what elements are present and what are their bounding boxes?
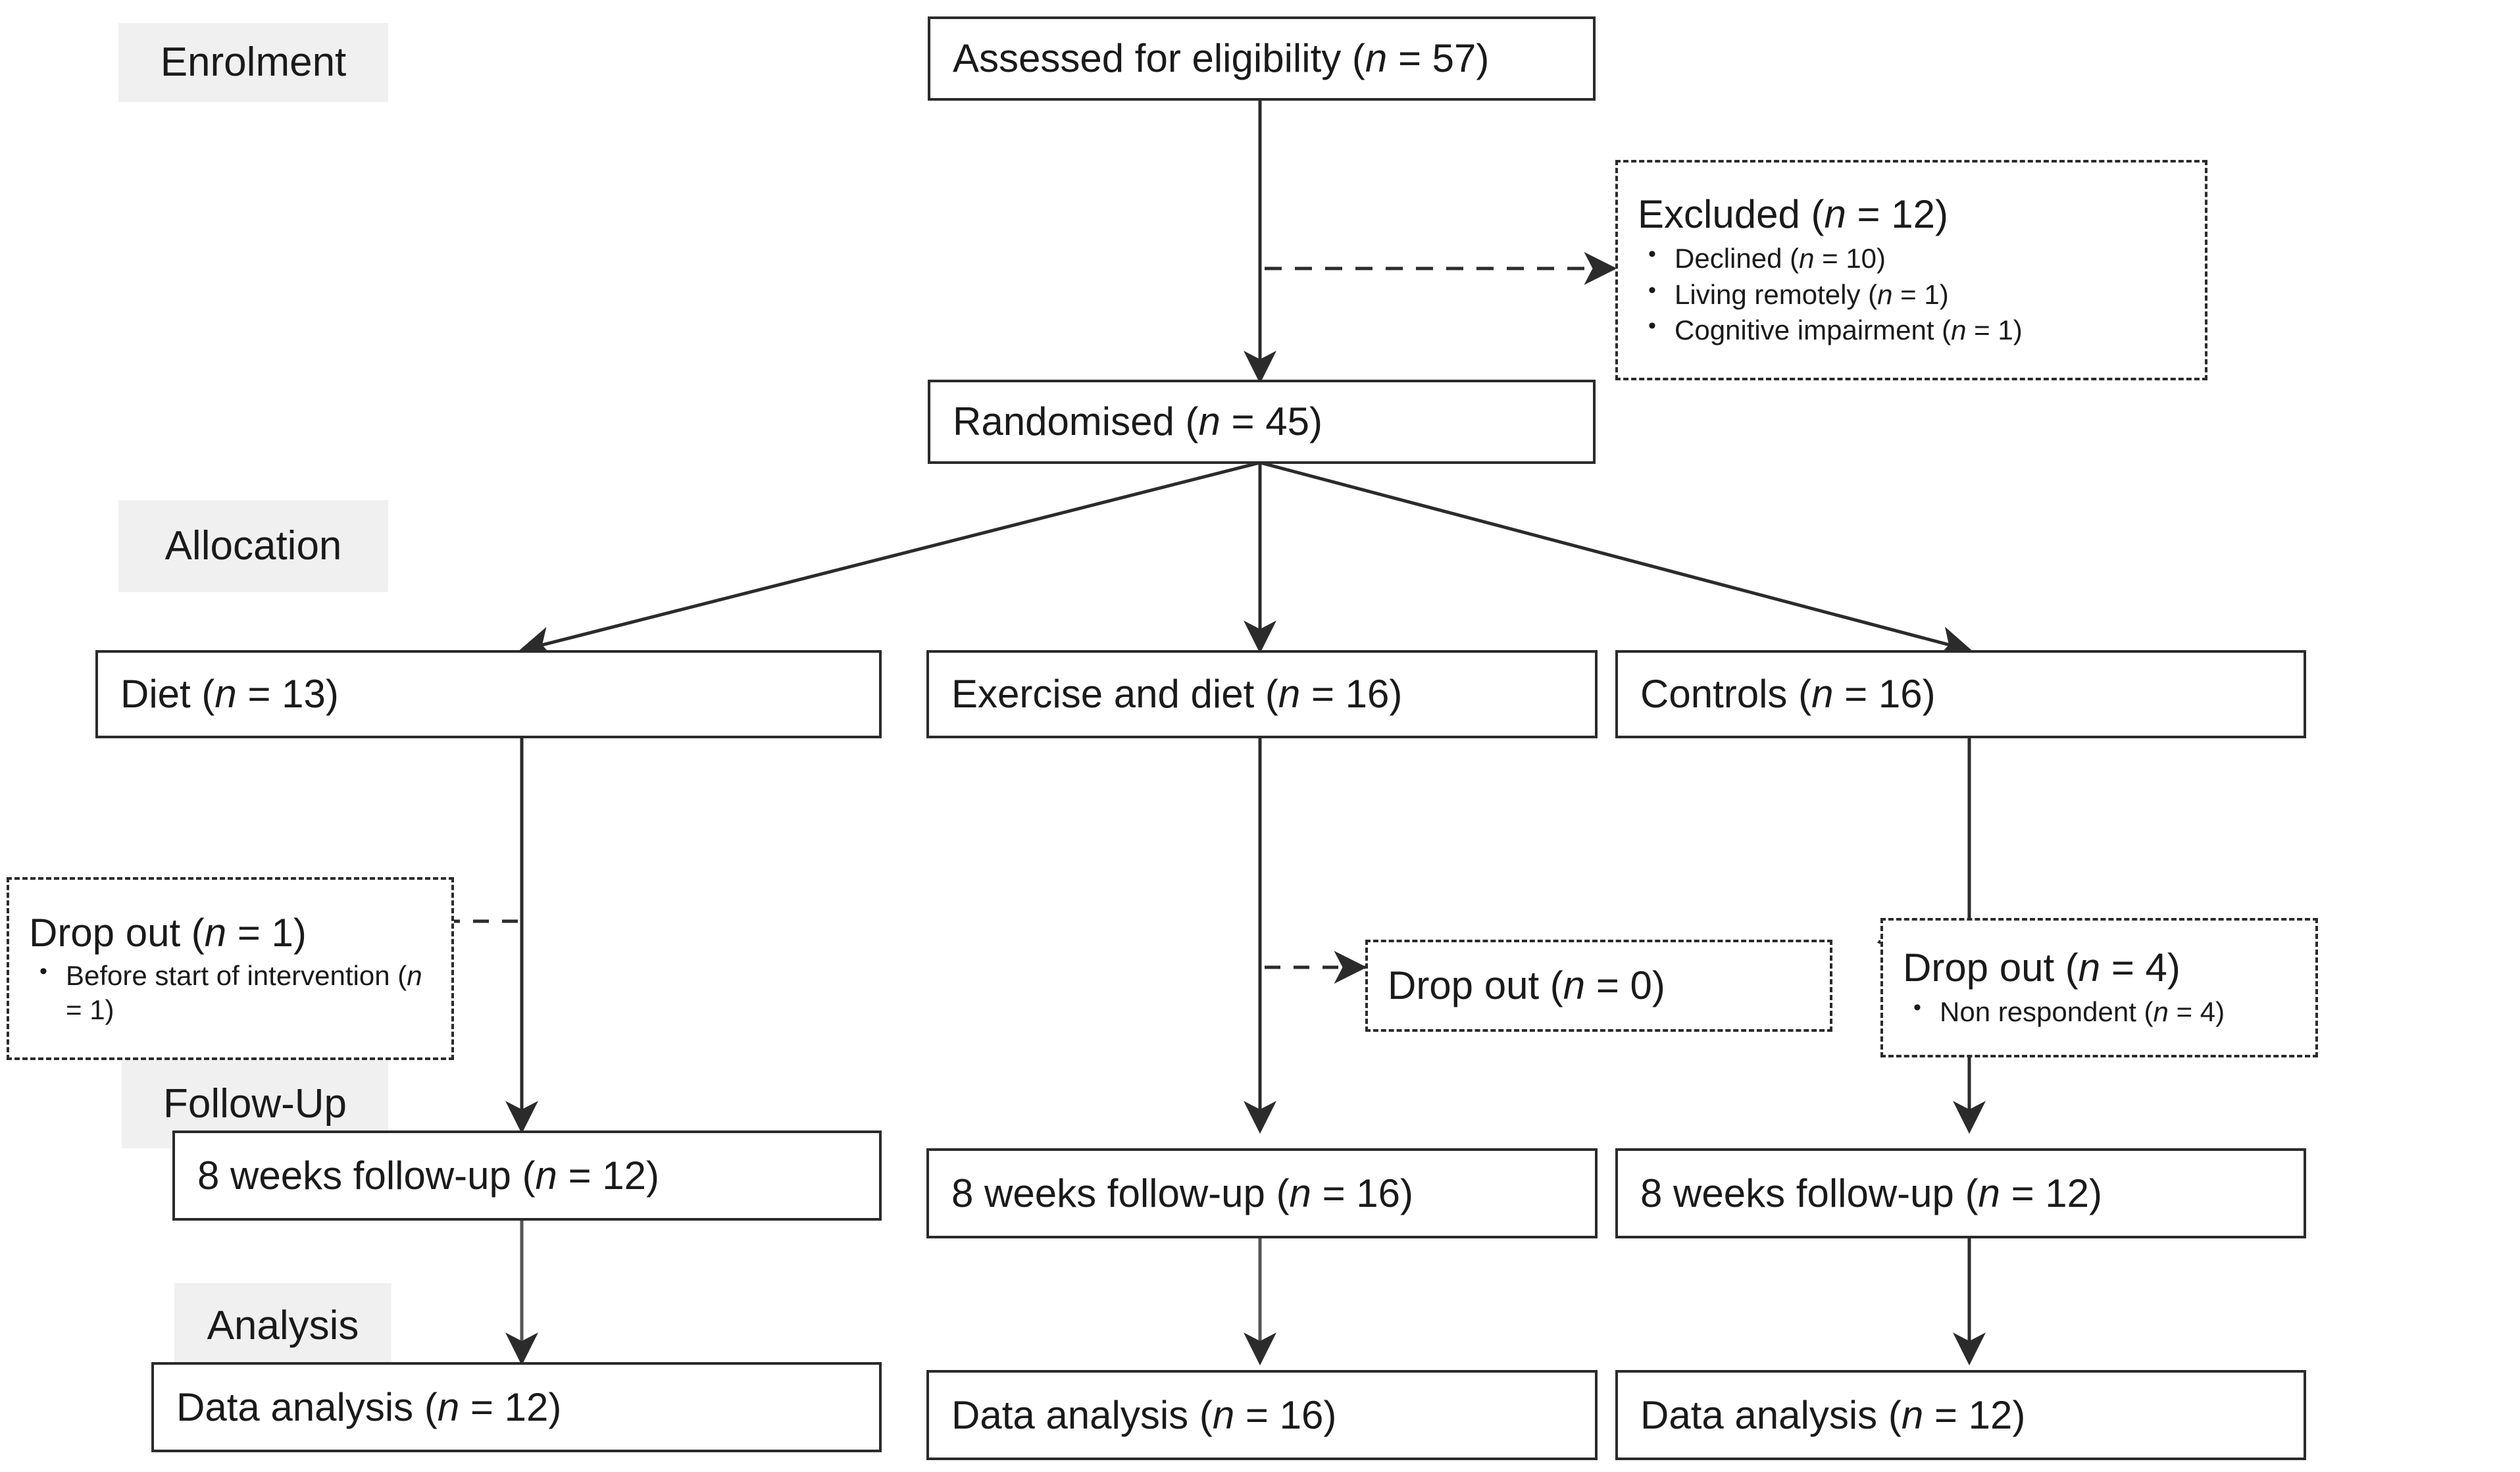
node-arm-diet: Diet (n = 13)	[95, 650, 882, 738]
node-randomised: Randomised (n = 45)	[928, 380, 1596, 464]
stage-label-enrolment-text: Enrolment	[160, 39, 347, 85]
list-item: Living remotely (n = 1)	[1648, 276, 2192, 313]
stage-label-enrolment: Enrolment	[118, 23, 388, 102]
node-followup-controls-text: 8 weeks follow-up (n = 12)	[1640, 1171, 2103, 1215]
node-followup-diet-text: 8 weeks follow-up (n = 12)	[197, 1153, 660, 1198]
node-arm-controls-text: Controls (n = 16)	[1640, 672, 1936, 717]
stage-label-allocation: Allocation	[118, 500, 388, 592]
stage-label-analysis-text: Analysis	[207, 1303, 359, 1348]
node-followup-controls: 8 weeks follow-up (n = 12)	[1615, 1148, 2306, 1238]
node-dropout-diet-header: Drop out (n = 1)	[29, 910, 307, 955]
node-followup-exercise-and-diet: 8 weeks follow-up (n = 16)	[926, 1148, 1598, 1238]
node-dropout-controls: Drop out (n = 4) Non respondent (n = 4)	[1880, 918, 2318, 1057]
stage-label-analysis: Analysis	[174, 1283, 391, 1369]
stage-label-followup-text: Follow-Up	[163, 1080, 347, 1127]
node-analysis-diet: Data analysis (n = 12)	[151, 1362, 882, 1452]
node-dropout-exercise-and-diet: Drop out (n = 0)	[1365, 940, 1832, 1032]
connector-randomised-to-controls	[1259, 461, 1973, 659]
node-analysis-exercise-and-diet-text: Data analysis (n = 16)	[951, 1392, 1337, 1437]
node-assessed-for-eligibility: Assessed for eligibility (n = 57)	[928, 16, 1596, 101]
node-dropout-diet: Drop out (n = 1) Before start of interve…	[7, 877, 454, 1060]
stage-label-allocation-text: Allocation	[164, 523, 342, 569]
node-analysis-controls: Data analysis (n = 12)	[1615, 1370, 2306, 1460]
list-item: Cognitive impairment (n = 1)	[1648, 311, 2192, 349]
node-arm-exercise-and-diet: Exercise and diet (n = 16)	[926, 650, 1598, 738]
node-arm-controls: Controls (n = 16)	[1615, 650, 2306, 738]
list-item: Non respondent (n = 4)	[1913, 993, 2302, 1030]
node-assessed-for-eligibility-text: Assessed for eligibility (n = 57)	[953, 36, 1490, 81]
list-item: Before start of intervention (n = 1)	[39, 957, 438, 1027]
node-randomised-text: Randomised (n = 45)	[953, 399, 1323, 444]
node-analysis-controls-text: Data analysis (n = 12)	[1640, 1392, 2026, 1437]
list-item: Declined (n = 10)	[1648, 240, 2192, 277]
node-analysis-exercise-and-diet: Data analysis (n = 16)	[926, 1370, 1598, 1460]
node-followup-diet: 8 weeks follow-up (n = 12)	[172, 1130, 882, 1221]
node-dropout-controls-header: Drop out (n = 4)	[1903, 946, 2180, 990]
node-followup-exercise-and-diet-text: 8 weeks follow-up (n = 16)	[951, 1171, 1414, 1215]
node-arm-exercise-and-diet-text: Exercise and diet (n = 16)	[951, 672, 1403, 717]
node-excluded-reason-list: Declined (n = 10) Living remotely (n = 1…	[1638, 240, 2192, 349]
connector-randomised-to-diet	[518, 461, 1261, 659]
node-dropout-exercise-and-diet-header: Drop out (n = 0)	[1388, 963, 1665, 1007]
node-excluded: Excluded (n = 12) Declined (n = 10) Livi…	[1615, 160, 2207, 380]
node-dropout-controls-reason-list: Non respondent (n = 4)	[1903, 993, 2302, 1030]
node-dropout-diet-reason-list: Before start of intervention (n = 1)	[29, 957, 438, 1027]
node-arm-diet-text: Diet (n = 13)	[120, 672, 339, 717]
node-excluded-header: Excluded (n = 12)	[1638, 192, 1948, 237]
node-analysis-diet-text: Data analysis (n = 12)	[176, 1384, 562, 1429]
